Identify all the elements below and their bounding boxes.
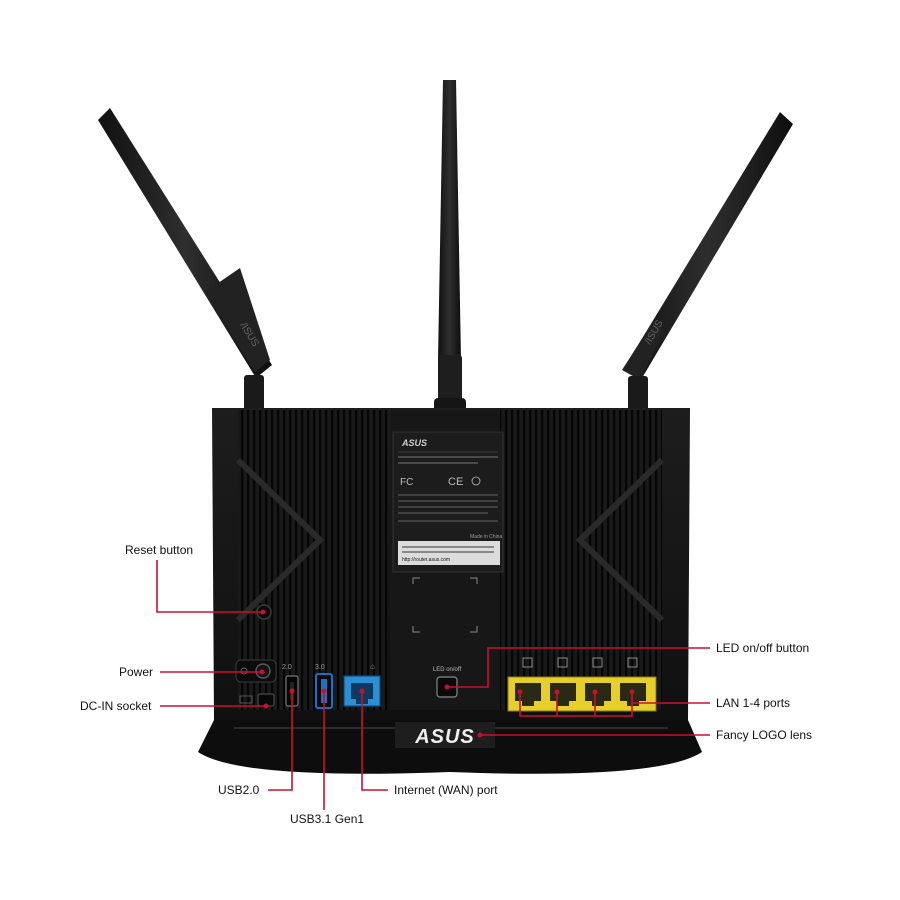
- frame-marks: [412, 577, 478, 633]
- callout-lan-ports: LAN 1-4 ports: [716, 696, 791, 710]
- sticker-brand: ASUS: [401, 438, 427, 448]
- usb3-icon-text: 3.0: [315, 664, 325, 671]
- callout-power: Power: [119, 665, 154, 679]
- sticker-made-in: Made in China: [470, 534, 502, 540]
- callout-logo-lens: Fancy LOGO lens: [716, 728, 813, 742]
- svg-text:CE: CE: [448, 476, 463, 488]
- antenna-center: [434, 80, 466, 420]
- antenna-right: /ISUS: [622, 112, 793, 421]
- antenna-left: /ISUS: [98, 108, 272, 420]
- callout-usb2: USB2.0: [218, 783, 260, 797]
- power-button[interactable]: [235, 659, 277, 683]
- led-button-text: LED on/off: [433, 667, 462, 673]
- asus-logo-icon: ASUS: [414, 726, 475, 748]
- callout-led-button: LED on/off button: [716, 641, 810, 655]
- callout-usb3: USB3.1 Gen1: [290, 812, 365, 826]
- sticker-url: http://router.asus.com: [402, 557, 450, 563]
- dc-in-socket[interactable]: [239, 693, 275, 707]
- callout-dc-in-socket: DC-IN socket: [80, 699, 152, 713]
- callout-reset-button: Reset button: [125, 543, 194, 557]
- callout-wan-port: Internet (WAN) port: [394, 783, 498, 797]
- led-toggle-button[interactable]: LED on/off: [433, 667, 462, 698]
- usb2-icon-text: 2.0: [282, 664, 292, 671]
- svg-text:FC: FC: [400, 477, 413, 488]
- label-sticker: ASUS FC CE Made in China http://router.a…: [392, 431, 504, 573]
- leader-lines: [156, 560, 710, 810]
- svg-text:⌂: ⌂: [370, 662, 375, 671]
